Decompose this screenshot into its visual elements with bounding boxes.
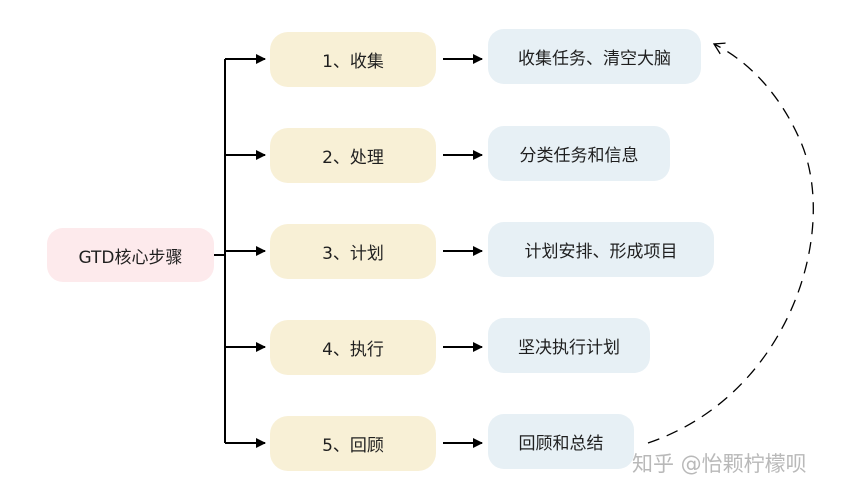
- step-label-review: 5、回顾: [322, 436, 384, 456]
- step-node-plan: 3、计划: [270, 224, 436, 279]
- step-label-execute: 4、执行: [322, 340, 384, 360]
- step-label-process: 2、处理: [322, 148, 384, 168]
- desc-label-collect: 收集任务、清空大脑: [518, 49, 671, 69]
- desc-label-execute: 坚决执行计划: [518, 338, 620, 358]
- desc-node-process: 分类任务和信息: [488, 126, 670, 181]
- desc-label-process: 分类任务和信息: [519, 146, 639, 166]
- step-node-collect: 1、收集: [270, 32, 436, 87]
- watermark: 知乎 @怡颗柠檬呗: [632, 446, 807, 480]
- desc-node-collect: 收集任务、清空大脑: [488, 29, 701, 84]
- step-label-plan: 3、计划: [322, 244, 384, 264]
- watermark-text: 知乎 @怡颗柠檬呗: [632, 452, 807, 476]
- desc-label-plan: 计划安排、形成项目: [524, 242, 678, 262]
- desc-node-execute: 坚决执行计划: [488, 318, 650, 373]
- root-node: GTD核心步骤: [47, 228, 214, 282]
- desc-node-review: 回顾和总结: [488, 414, 634, 469]
- step-label-collect: 1、收集: [322, 52, 384, 72]
- step-node-review: 5、回顾: [270, 416, 436, 471]
- desc-node-plan: 计划安排、形成项目: [488, 222, 714, 277]
- step-node-execute: 4、执行: [270, 320, 436, 375]
- step-node-process: 2、处理: [270, 128, 436, 183]
- desc-label-review: 回顾和总结: [518, 434, 604, 454]
- feedback-loop-arrow: [647, 44, 814, 444]
- root-node-label: GTD核心步骤: [78, 247, 183, 268]
